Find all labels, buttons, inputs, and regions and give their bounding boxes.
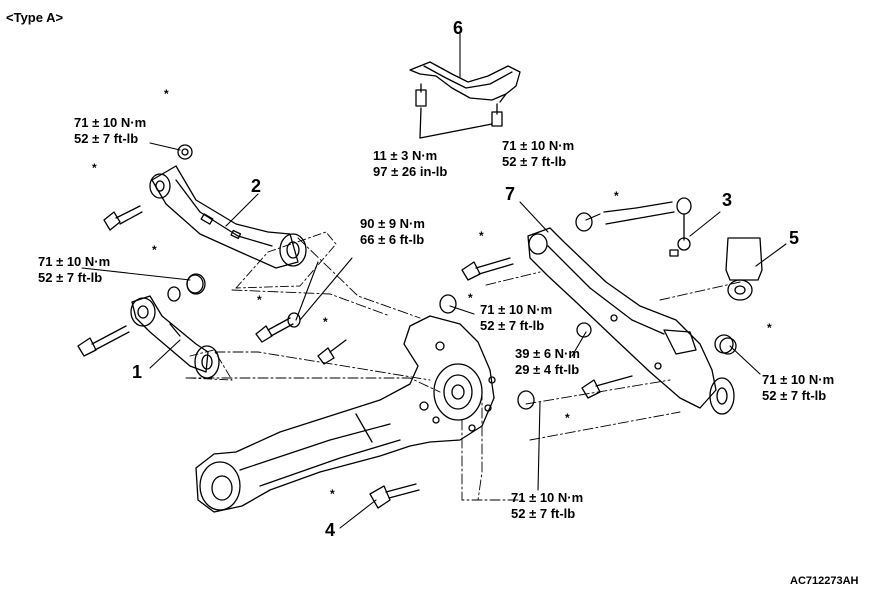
asterisk-marker: * xyxy=(323,315,328,329)
torque-label-center: 90 ± 9 N·m 66 ± 6 ft-lb xyxy=(360,216,425,248)
asterisk-marker: * xyxy=(92,161,97,175)
asterisk-marker: * xyxy=(257,293,262,307)
asterisk-marker: * xyxy=(614,189,619,203)
torque-metric: 71 ± 10 N·m xyxy=(74,115,147,130)
assembly-guide-lines xyxy=(185,237,741,501)
part-number-2: 2 xyxy=(251,176,262,196)
torque-label-right: 71 ± 10 N·m 52 ± 7 ft-lb xyxy=(762,372,834,404)
torque-label-bottom: 71 ± 10 N·m 52 ± 7 ft-lb xyxy=(511,490,583,522)
stabilizer-link-part-3 xyxy=(603,197,692,257)
bracket-part-6 xyxy=(409,61,521,139)
torque-imperial: 52 ± 7 ft-lb xyxy=(74,131,139,146)
torque-imperial: 52 ± 7 ft-lb xyxy=(511,506,576,521)
torque-metric: 71 ± 10 N·m xyxy=(502,138,575,153)
part-number-4: 4 xyxy=(325,520,336,540)
torque-imperial: 29 ± 4 ft-lb xyxy=(515,362,580,377)
asterisk-marker: * xyxy=(767,321,772,335)
type-label: <Type A> xyxy=(6,10,64,25)
lower-arm-part-1 xyxy=(77,273,220,379)
torque-imperial: 52 ± 7 ft-lb xyxy=(762,388,827,403)
torque-label-bracket: 11 ± 3 N·m 97 ± 26 in-lb xyxy=(373,148,447,180)
torque-metric: 71 ± 10 N·m xyxy=(480,302,553,317)
torque-metric: 11 ± 3 N·m xyxy=(373,148,438,163)
asterisk-marker: * xyxy=(152,243,157,257)
fasteners xyxy=(186,212,737,509)
shock-absorber-part-5 xyxy=(714,237,763,354)
torque-label-39nm: 39 ± 6 N·m 29 ± 4 ft-lb xyxy=(515,346,580,378)
trailing-arm-part-7 xyxy=(527,227,735,415)
asterisk-marker: * xyxy=(330,487,335,501)
torque-metric: 71 ± 10 N·m xyxy=(511,490,584,505)
torque-imperial: 52 ± 7 ft-lb xyxy=(38,270,103,285)
upper-arm-part-2 xyxy=(103,144,307,269)
torque-metric: 71 ± 10 N·m xyxy=(762,372,835,387)
torque-label-top-right: 71 ± 10 N·m 52 ± 7 ft-lb xyxy=(502,138,574,170)
part-number-3: 3 xyxy=(722,190,733,210)
leader-lines xyxy=(81,33,787,529)
torque-metric: 90 ± 9 N·m xyxy=(360,216,425,231)
bushing-guide-boxes xyxy=(189,231,337,381)
torque-metric: 71 ± 10 N·m xyxy=(38,254,111,269)
torque-imperial: 97 ± 26 in-lb xyxy=(373,164,448,179)
part-number-1: 1 xyxy=(132,362,143,382)
torque-metric: 39 ± 6 N·m xyxy=(515,346,580,361)
asterisk-marker: * xyxy=(565,411,570,425)
figure-code: AC712273AH xyxy=(790,575,859,587)
torque-imperial: 52 ± 7 ft-lb xyxy=(480,318,545,333)
knuckle-and-crossmember xyxy=(195,315,496,513)
part-number-5: 5 xyxy=(789,228,800,248)
part-number-7: 7 xyxy=(505,184,516,204)
torque-label-left: 71 ± 10 N·m 52 ± 7 ft-lb xyxy=(38,254,110,286)
asterisk-marker: * xyxy=(468,291,473,305)
torque-imperial: 66 ± 6 ft-lb xyxy=(360,232,425,247)
torque-label-upper-left: 71 ± 10 N·m 52 ± 7 ft-lb xyxy=(74,115,146,147)
torque-imperial: 52 ± 7 ft-lb xyxy=(502,154,567,169)
asterisk-marker: * xyxy=(164,87,169,101)
asterisk-marker: * xyxy=(479,229,484,243)
part-number-6: 6 xyxy=(453,18,464,38)
torque-label-mid: 71 ± 10 N·m 52 ± 7 ft-lb xyxy=(480,302,552,334)
